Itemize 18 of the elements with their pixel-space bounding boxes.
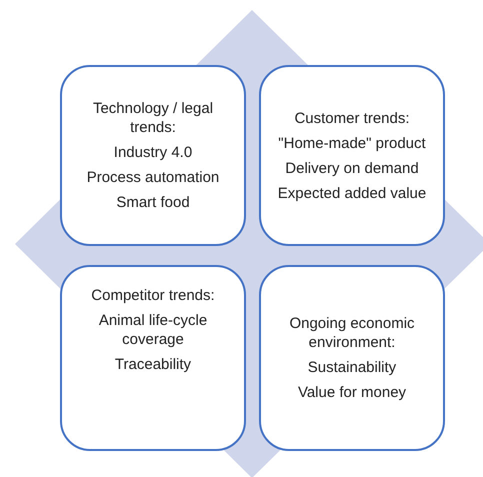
box-heading: Customer trends: <box>294 108 410 128</box>
trend-item: Sustainability <box>308 358 396 377</box>
trend-item: Industry 4.0 <box>114 143 192 162</box>
rounded-box <box>259 65 445 246</box>
box-heading: Ongoing economic environment: <box>288 314 416 352</box>
rounded-box <box>259 265 445 451</box>
trend-item: Animal life-cycle coverage <box>98 311 208 349</box>
trend-item: Smart food <box>116 193 190 212</box>
box-heading: Technology / legal trends: <box>92 99 214 137</box>
trend-item: Delivery on demand <box>285 158 419 178</box>
box-heading: Competitor trends: <box>91 286 215 305</box>
trend-item: Traceability <box>114 355 192 374</box>
rounded-box <box>60 65 246 246</box>
trend-item: "Home-made" product <box>278 134 426 152</box>
rounded-box <box>60 265 246 451</box>
trend-item: Expected added value <box>278 184 426 202</box>
trend-item: Process automation <box>86 168 220 187</box>
trend-item: Value for money <box>298 383 406 402</box>
